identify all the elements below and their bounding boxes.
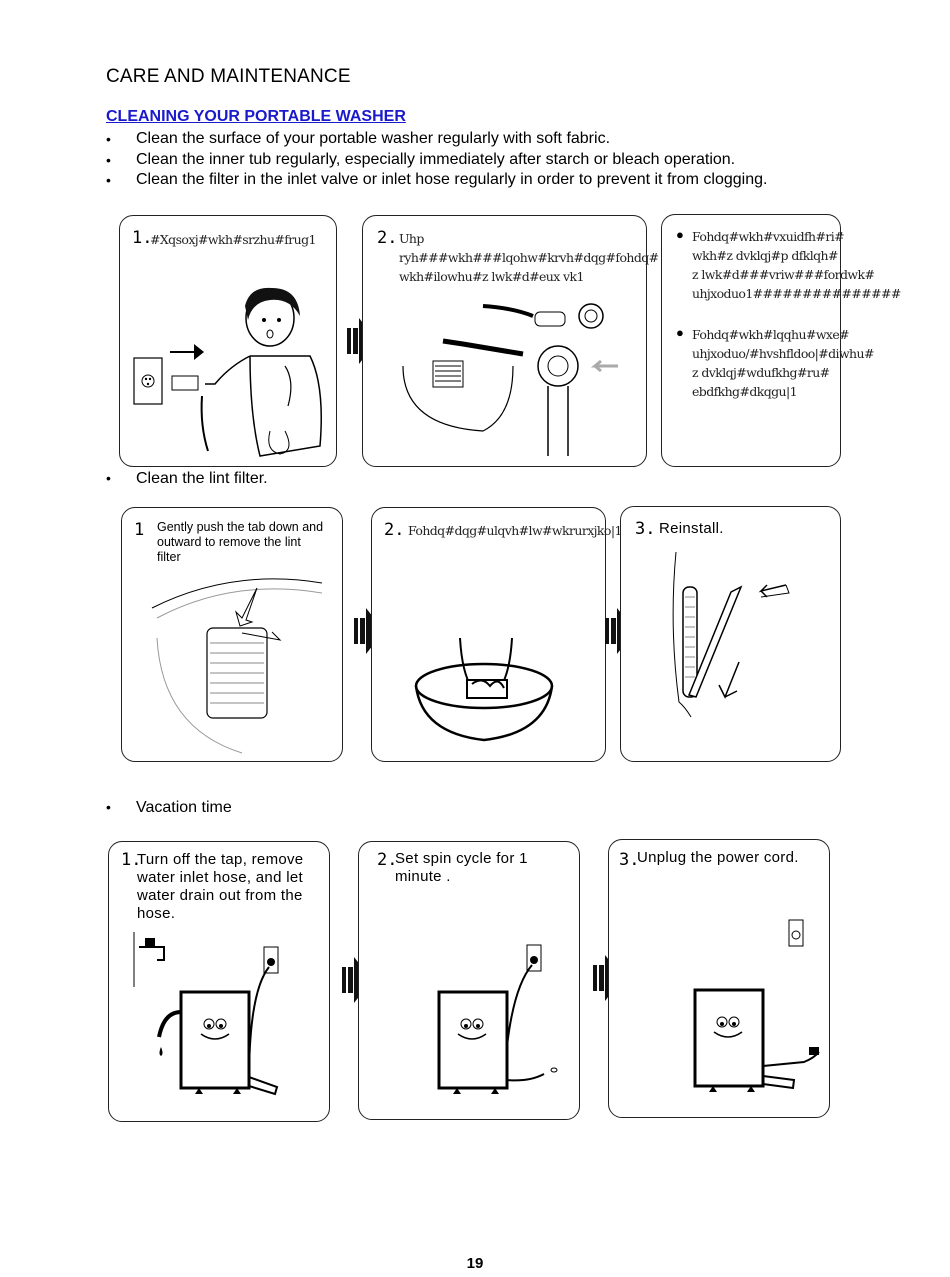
washer-spin-illustration — [437, 944, 558, 1094]
step-text: Gently push the tab down and outward to … — [157, 520, 324, 564]
garbled-bullet-2: Fohdq#wkh#lqqhu#wxe# uhjxoduo/#hvshfldoo… — [692, 327, 874, 399]
step-number: 3. — [619, 850, 640, 870]
bullet-dot-icon: ● — [676, 325, 684, 340]
step-text: Reinstall. — [659, 520, 724, 537]
garbled-bullet-1: Fohdq#wkh#vxuidfh#ri# wkh#z dvklqj#p dfk… — [692, 229, 901, 301]
reinstall-filter-panel: 3. Reinstall. — [620, 506, 841, 762]
section-heading-link[interactable]: CLEANING YOUR PORTABLE WASHER — [106, 108, 406, 125]
arrow-right-icon — [170, 344, 204, 360]
step-number: 2. — [384, 520, 405, 540]
step-text: Turn off the tap, remove water inlet hos… — [137, 851, 304, 922]
filter-icon — [687, 585, 743, 698]
spin-cycle-panel: 2. Set spin cycle for 1 minute . — [358, 841, 580, 1120]
power-outlet-icon — [788, 919, 804, 947]
basin-illustration — [414, 637, 554, 742]
rinse-filter-panel: 2. Fohdq#dqg#ulqvh#lw#wkrurxjko|1 — [371, 507, 622, 762]
washer-icon — [179, 990, 251, 1090]
intro-bullet-3: Clean the filter in the inlet valve or i… — [106, 170, 767, 191]
brush-filter-illustration — [402, 303, 618, 456]
unplug-cord-panel: 3. Unplug the power cord. — [608, 839, 830, 1118]
step-number: 2. — [377, 850, 398, 870]
page-title: CARE AND MAINTENANCE — [106, 66, 351, 87]
washer-icon — [437, 990, 509, 1090]
step-text: Unplug the power cord. — [637, 849, 799, 866]
remove-lint-filter-panel: 1 Gently push the tab down and outward t… — [121, 507, 343, 762]
lint-filter-illustration — [151, 578, 323, 754]
lint-filter-bullet: Clean the lint filter. — [106, 470, 268, 488]
tap-icon — [139, 946, 165, 961]
washer-icon — [693, 988, 765, 1088]
step-text: Uhp ryh###wkh###lqohw#krvh#dqg#fohdq# wk… — [399, 231, 659, 284]
unplug-panel: 1. #Xqsoxj#wkh#srzhu#frug1 — [119, 215, 337, 467]
step-text: Fohdq#dqg#ulqvh#lw#wkrurxjko|1 — [408, 523, 622, 538]
turn-off-tap-panel: 1. Turn off the tap, remove water inlet … — [108, 841, 330, 1122]
step-number: 2. — [377, 228, 398, 248]
step-text: Set spin cycle for 1 minute . — [395, 850, 528, 885]
reinstall-illustration — [672, 551, 790, 718]
step-number: 1. — [121, 850, 142, 870]
washer-unplugged-illustration — [693, 919, 820, 1092]
power-outlet-icon — [133, 357, 163, 405]
brush-icon — [534, 311, 566, 327]
woman-unplugging-illustration — [133, 287, 322, 457]
step-number: 3. — [635, 519, 656, 539]
page-number: 19 — [466, 1255, 484, 1272]
step-number: 1. — [132, 228, 153, 248]
surface-tub-cleaning-panel: ● Fohdq#wkh#vxuidfh#ri# wkh#z dvklqj#p d… — [661, 214, 901, 467]
vacation-time-bullet: Vacation time — [106, 799, 232, 817]
plug-icon — [809, 1047, 819, 1055]
intro-bullet-2: Clean the inner tub regularly, especiall… — [106, 150, 767, 171]
plug-icon — [171, 375, 199, 391]
clean-inlet-filter-panel: 2. Uhp ryh###wkh###lqohw#krvh#dqg#fohdq#… — [362, 215, 659, 467]
step-text: #Xqsoxj#wkh#srzhu#frug1 — [150, 232, 316, 247]
step-number: 1 — [134, 520, 145, 540]
intro-bullet-1: Clean the surface of your portable washe… — [106, 129, 767, 150]
washer-drain-illustration — [133, 932, 279, 1096]
bullet-dot-icon: ● — [676, 227, 684, 242]
filter-icon — [578, 303, 604, 329]
intro-bullet-list: Clean the surface of your portable washe… — [106, 129, 767, 191]
